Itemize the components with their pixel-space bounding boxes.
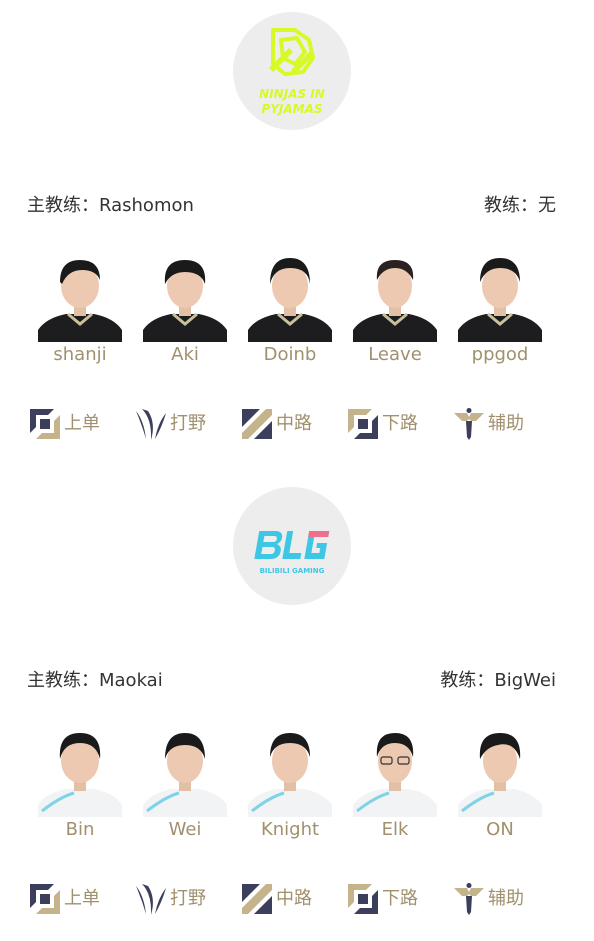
role-label: 中路 — [276, 413, 312, 434]
role-label: 下路 — [382, 413, 418, 434]
svg-text:BILIBILI GAMING: BILIBILI GAMING — [260, 567, 325, 575]
role-top: 上单 — [28, 879, 138, 919]
player-photo — [353, 725, 437, 817]
coach-label: 教练：BigWei — [440, 670, 556, 691]
player-card: ON — [450, 725, 550, 845]
player-name: Bin — [65, 819, 95, 840]
role-label: 打野 — [170, 888, 206, 909]
player-photo — [248, 250, 332, 342]
top-lane-icon — [28, 407, 62, 441]
player-photo — [458, 250, 542, 342]
player-name: Aki — [171, 344, 199, 365]
team-logo-nip: NINJAS IN PYJAMAS — [233, 12, 351, 130]
coach-label: 教练：无 — [484, 195, 556, 216]
role-row: 上单 打野 中路 — [0, 404, 594, 444]
player-name: ON — [486, 819, 514, 840]
player-photo — [143, 725, 227, 817]
player-card: Doinb — [240, 250, 340, 370]
player-card: Knight — [240, 725, 340, 845]
player-card: ppgod — [450, 250, 550, 370]
bot-lane-icon — [346, 882, 380, 916]
jungle-icon — [134, 407, 168, 441]
head-coach-label: 主教练：Maokai — [27, 670, 163, 691]
player-name: shanji — [53, 344, 107, 365]
player-card: Bin — [30, 725, 130, 845]
player-photo — [143, 250, 227, 342]
role-label: 上单 — [64, 888, 100, 909]
player-photo — [248, 725, 332, 817]
player-photo — [353, 250, 437, 342]
player-name: Elk — [381, 819, 409, 840]
support-icon — [452, 882, 486, 916]
player-row: shanji Aki — [0, 250, 594, 370]
player-card: Aki — [135, 250, 235, 370]
player-name: Doinb — [263, 344, 317, 365]
player-card: Wei — [135, 725, 235, 845]
ninjas-in-pyjamas-logo-icon: NINJAS IN PYJAMAS — [259, 28, 325, 116]
svg-text:NINJAS IN: NINJAS IN — [259, 87, 325, 101]
role-mid: 中路 — [240, 879, 350, 919]
role-mid: 中路 — [240, 404, 350, 444]
support-icon — [452, 407, 486, 441]
role-jungle: 打野 — [134, 879, 244, 919]
player-name: Knight — [260, 819, 320, 840]
top-lane-icon — [28, 882, 62, 916]
team-logo-blg: BILIBILI GAMING — [233, 487, 351, 605]
role-label: 辅助 — [488, 888, 524, 909]
player-card: shanji — [30, 250, 130, 370]
svg-text:PYJAMAS: PYJAMAS — [261, 102, 322, 116]
player-row: Bin Wei — [0, 725, 594, 845]
role-label: 上单 — [64, 413, 100, 434]
role-row: 上单 打野 中路 — [0, 879, 594, 919]
player-name: ppgod — [471, 344, 529, 365]
player-photo — [38, 250, 122, 342]
mid-lane-icon — [240, 882, 274, 916]
role-label: 下路 — [382, 888, 418, 909]
player-name: Leave — [368, 344, 422, 365]
head-coach-label: 主教练：Rashomon — [27, 195, 194, 216]
role-support: 辅助 — [452, 404, 562, 444]
role-label: 辅助 — [488, 413, 524, 434]
bilibili-gaming-logo-icon: BILIBILI GAMING — [254, 531, 330, 575]
role-label: 中路 — [276, 888, 312, 909]
role-support: 辅助 — [452, 879, 562, 919]
mid-lane-icon — [240, 407, 274, 441]
player-card: Elk — [345, 725, 445, 845]
role-jungle: 打野 — [134, 404, 244, 444]
role-bot: 下路 — [346, 404, 456, 444]
role-label: 打野 — [170, 413, 206, 434]
player-photo — [458, 725, 542, 817]
player-card: Leave — [345, 250, 445, 370]
role-bot: 下路 — [346, 879, 456, 919]
role-top: 上单 — [28, 404, 138, 444]
bot-lane-icon — [346, 407, 380, 441]
player-photo — [38, 725, 122, 817]
jungle-icon — [134, 882, 168, 916]
player-name: Wei — [168, 819, 202, 840]
